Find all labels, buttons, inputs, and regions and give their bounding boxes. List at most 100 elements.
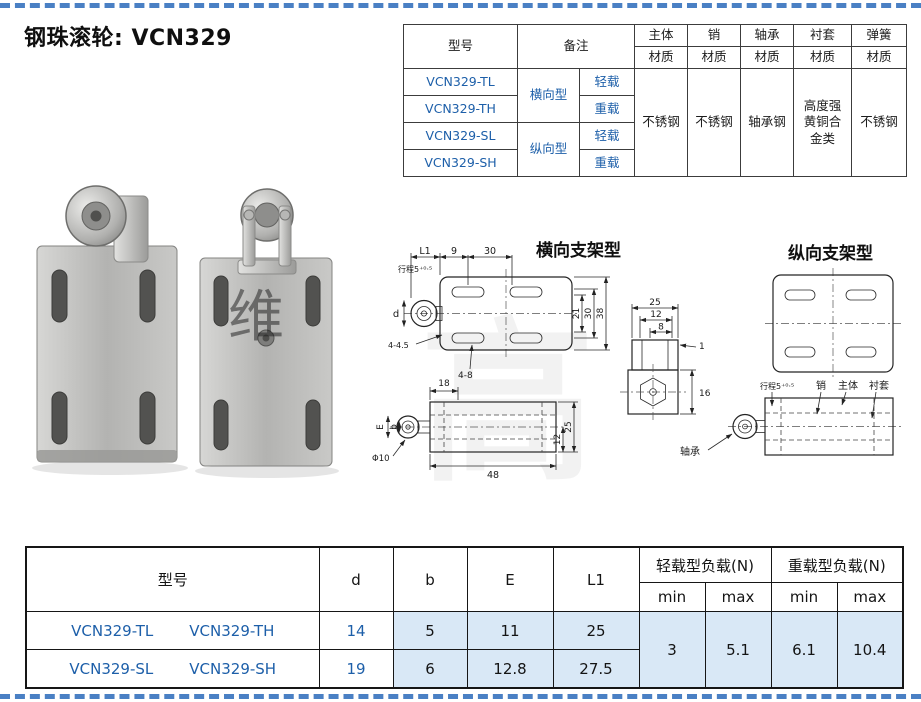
spec-header-spring: 弹簧 [851,24,908,47]
slot-hole [139,391,156,445]
clevis-plate [278,205,292,267]
dims-models-row-0: VCN329-TL VCN329-TH [25,611,320,650]
spec-subheader-material: 材质 [793,46,853,69]
dims-light-min: 3 [638,611,706,689]
dims-L1-0: 25 [552,611,640,650]
bottom-dashed-border [0,694,921,699]
spec-model-0: VCN329-TL [403,68,518,96]
spec-header-bearing: 轴承 [740,24,795,47]
slot-hole [213,275,229,327]
dims-subheader-heavy-min: min [770,582,838,612]
wheel-ring [254,202,280,228]
h-dim-38: 38 [596,308,606,320]
spec-load-2: 轻载 [578,122,636,150]
v-dim-25: 25 [649,298,660,308]
slot-hole [305,275,321,327]
h-dim-18: 18 [438,379,450,389]
slot-hole [51,391,68,445]
spec-group-horizontal: 横向型 [517,68,580,123]
vertical-drawing-title: 纵向支架型 [788,244,873,264]
h-front-dims: L1 9 30 行程5⁺⁰·⁵ d 21 30 38 4-4.5 4-8 [388,246,610,381]
v-label-bearing: 轴承 [680,445,700,458]
dims-b-0: 5 [392,611,468,650]
h-dim-48: 48 [487,470,499,481]
dims-subheader-light-min: min [638,582,706,612]
h-dim-21: 21 [572,308,582,319]
dimension-table: 型号 d b E L1 轻载型负载(N) 重载型负载(N) min max mi… [25,546,904,689]
dims-header-heavy-load: 重载型负载(N) [770,546,904,583]
dims-header-E: E [466,546,554,612]
product-photo-right: 维 [195,188,339,478]
model-name: VCN329-SL [69,659,154,678]
h-side-dims: 18 E b Φ10 48 12 25 [372,379,578,481]
dims-d-1: 19 [318,649,394,689]
dims-header-b: b [392,546,468,612]
v-dim-8: 8 [658,323,664,333]
model-name: VCN329-SH [189,659,277,678]
slot-hole [51,269,68,323]
slot-hole [139,269,156,323]
spec-subheader-material: 材质 [740,46,795,69]
v-stroke-label: 行程5⁺⁰·⁵ [760,381,794,391]
h-front-view [404,269,580,357]
mounting-plate [199,257,333,467]
v-label-pin: 销 [816,379,826,392]
product-photo-left [32,185,188,475]
h-dim-30-right: 30 [584,308,594,320]
h-side-view [390,401,566,453]
page-title: 钢珠滚轮: VCN329 [24,26,232,51]
top-dashed-border [0,3,921,8]
h-dim-4-8: 4-8 [458,371,473,381]
pin-cap [279,209,291,221]
h-stroke-label: 行程5⁺⁰·⁵ [398,264,432,274]
spec-header-remark: 备注 [516,24,636,69]
v-dim-16: 16 [699,389,711,399]
horizontal-drawing-title: 横向支架型 [536,241,621,261]
dims-L1-1: 27.5 [552,649,640,689]
dims-heavy-max: 10.4 [836,611,904,689]
v-part-labels: 行程5⁺⁰·⁵ 销 主体 衬套 轴承 [680,379,889,458]
dims-heavy-min: 6.1 [770,611,838,689]
v-label-bushing: 衬套 [869,379,889,392]
v-profile-view [620,339,686,420]
spec-mat-bearing: 轴承钢 [740,68,795,177]
clevis-plate [242,205,256,267]
spec-mat-body: 不锈钢 [634,68,689,177]
h-dim-b: b [390,424,400,430]
spec-subheader-material: 材质 [634,46,689,69]
slot-hole [213,399,229,451]
dims-subheader-heavy-max: max [836,582,904,612]
wheel-hub [90,210,102,222]
v-label-body: 主体 [838,380,858,392]
v-front-view [765,268,901,379]
spec-subheader-material: 材质 [851,46,908,69]
dims-b-1: 6 [392,649,468,689]
photo-watermark: 维 [228,285,284,350]
spec-header-pin: 销 [687,24,742,47]
drawing-horizontal-bracket: L1 9 30 行程5⁺⁰·⁵ d 21 30 38 4-4.5 4-8 [372,246,610,481]
spec-load-0: 轻载 [578,68,636,96]
spec-header-bushing: 衬套 [793,24,853,47]
dims-light-max: 5.1 [704,611,772,689]
photo-shadow [195,464,339,478]
h-dim-phi10: Φ10 [372,454,390,464]
dims-d-0: 14 [318,611,394,650]
model-name: VCN329-TL [71,621,154,640]
h-dim-d: d [393,309,399,320]
drawing-vertical-bracket: 25 12 8 1 16 行程5⁺⁰·⁵ 销 主体 衬套 轴承 [620,268,903,458]
plate-edge [37,450,177,462]
model-name: VCN329-TH [189,621,275,640]
dims-header-model: 型号 [25,546,320,612]
spec-mat-bushing: 高度强黄铜合金类 [793,68,853,177]
v-dim-12: 12 [650,310,661,320]
spec-load-1: 重载 [578,95,636,123]
dims-E-1: 12.8 [466,649,554,689]
spec-table: 型号 备注 主体 销 轴承 衬套 弹簧 材质 材质 材质 材质 材质 VCN32… [403,24,908,177]
spec-model-2: VCN329-SL [403,122,518,150]
h-dim-30-top: 30 [484,246,496,257]
h-dim-L1: L1 [419,246,430,257]
pin-cap [243,209,255,221]
h-dim-25: 25 [564,421,574,432]
dims-header-light-load: 轻载型负载(N) [638,546,772,583]
spec-mat-pin: 不锈钢 [687,68,742,177]
